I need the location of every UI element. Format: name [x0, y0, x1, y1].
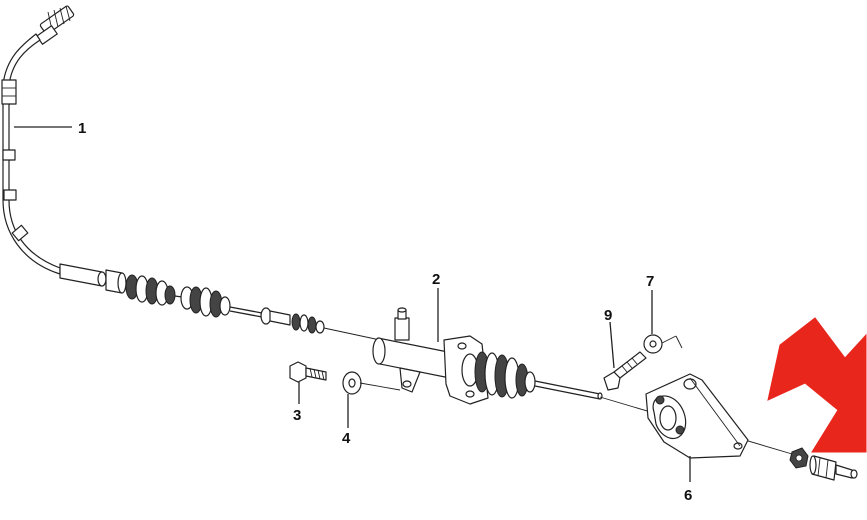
red-callout-arrow	[767, 317, 867, 453]
label-part-2: 2	[432, 271, 440, 288]
washer-part-7[interactable]	[643, 334, 663, 354]
cylinder-boot	[461, 351, 536, 399]
mounting-bracket-part-6[interactable]	[645, 373, 749, 459]
cable-threaded-end	[36, 5, 75, 45]
label-part-9: 9	[604, 307, 612, 324]
cable-boot-1	[125, 274, 176, 306]
bolt-part-9[interactable]	[603, 351, 647, 391]
washer-part-4[interactable]	[342, 371, 362, 395]
label-part-3: 3	[293, 407, 301, 424]
leader-lines	[14, 126, 691, 482]
label-part-1: 1	[78, 120, 86, 137]
slave-cylinder[interactable]	[372, 307, 793, 455]
label-part-6: 6	[684, 487, 692, 504]
end-fitting[interactable]	[809, 455, 858, 481]
cable-boot-2	[180, 286, 231, 318]
label-part-4: 4	[342, 430, 351, 447]
clutch-cable[interactable]	[1, 5, 381, 341]
end-nut[interactable]	[789, 447, 809, 469]
label-part-7: 7	[646, 273, 654, 290]
bolt-part-3[interactable]	[289, 361, 327, 383]
arrow-down-right-icon	[767, 317, 867, 453]
cable-end-spring	[291, 313, 325, 334]
